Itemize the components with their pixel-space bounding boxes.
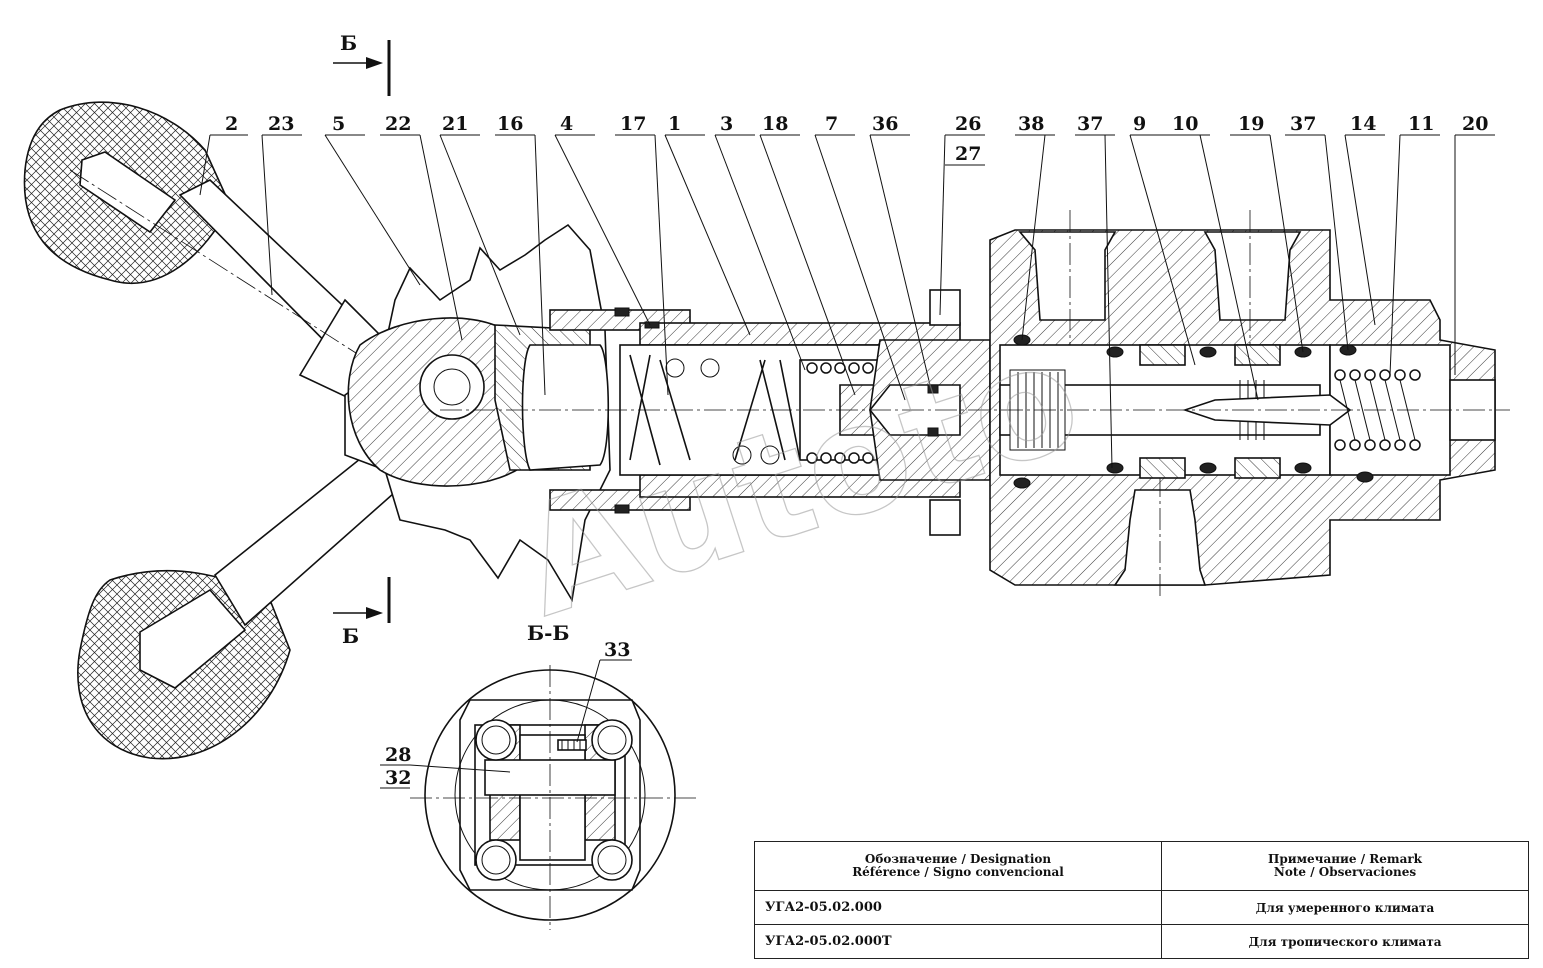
section-mark-top: Б bbox=[333, 31, 391, 96]
callouts-top bbox=[199, 134, 1495, 469]
callout-38: 38 bbox=[1018, 113, 1044, 135]
section-letter-top: Б bbox=[340, 31, 357, 55]
callout-9: 9 bbox=[1133, 113, 1146, 135]
remark-cell: Для умеренного климата bbox=[1161, 890, 1529, 925]
callout-33: 33 bbox=[604, 639, 630, 661]
callout-7: 7 bbox=[825, 113, 838, 135]
callout-21: 21 bbox=[442, 113, 468, 135]
section-letter-bottom: Б bbox=[342, 624, 359, 648]
callout-32: 32 bbox=[385, 767, 411, 789]
callout-37-left: 37 bbox=[1077, 113, 1103, 135]
callout-14: 14 bbox=[1350, 113, 1376, 135]
callout-10: 10 bbox=[1172, 113, 1198, 135]
callout-36: 36 bbox=[872, 113, 898, 135]
callout-2: 2 bbox=[225, 113, 238, 135]
callout-labels-section: 33 28 32 bbox=[385, 639, 630, 789]
callout-4: 4 bbox=[560, 113, 573, 135]
header-remark: Примечание / Remark Note / Observaciones bbox=[1161, 841, 1529, 891]
callout-19: 19 bbox=[1238, 113, 1264, 135]
lever-hub bbox=[347, 317, 610, 487]
section-mark-bottom: Б bbox=[333, 577, 391, 648]
table-row: УГА2-05.02.000Т Для тропического климата bbox=[754, 924, 1529, 959]
callout-17: 17 bbox=[620, 113, 646, 135]
callout-22: 22 bbox=[385, 113, 411, 135]
designation-table: Обозначение / Designation Référence / Si… bbox=[754, 841, 1529, 959]
lever-handle-lower bbox=[77, 433, 422, 760]
callout-5: 5 bbox=[332, 113, 345, 135]
callout-26: 26 bbox=[955, 113, 981, 135]
section-view-title: Б-Б bbox=[527, 621, 569, 645]
header-designation: Обозначение / Designation Référence / Si… bbox=[754, 841, 1162, 891]
callout-1: 1 bbox=[668, 113, 681, 135]
callout-18: 18 bbox=[762, 113, 788, 135]
table-row: УГА2-05.02.000 Для умеренного климата bbox=[754, 890, 1529, 925]
remark-cell: Для тропического климата bbox=[1161, 924, 1529, 959]
table-header-row: Обозначение / Designation Référence / Si… bbox=[754, 841, 1529, 891]
callout-28: 28 bbox=[385, 744, 411, 766]
callout-3: 3 bbox=[720, 113, 733, 135]
callout-16: 16 bbox=[497, 113, 523, 135]
designation-cell: УГА2-05.02.000Т bbox=[754, 924, 1162, 959]
callout-labels-top: 2 23 5 22 21 16 4 17 1 3 18 7 36 26 27 3… bbox=[225, 113, 1488, 165]
callout-27: 27 bbox=[955, 143, 981, 165]
section-view bbox=[380, 659, 700, 930]
designation-cell: УГА2-05.02.000 bbox=[754, 890, 1162, 925]
callout-37-right: 37 bbox=[1290, 113, 1316, 135]
callout-20: 20 bbox=[1462, 113, 1488, 135]
callout-23: 23 bbox=[268, 113, 294, 135]
callout-11: 11 bbox=[1408, 113, 1434, 135]
